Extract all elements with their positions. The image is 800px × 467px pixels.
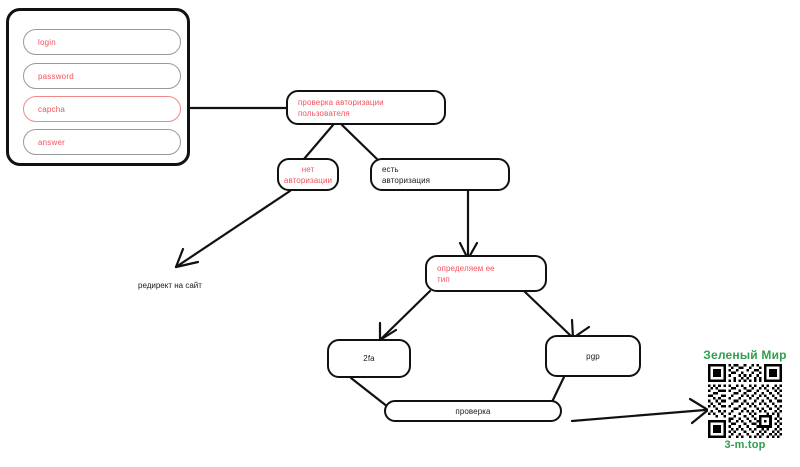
node-verify-label: проверка: [455, 406, 491, 416]
field-answer[interactable]: answer: [23, 129, 181, 155]
login-form-panel: login password capcha answer: [6, 8, 190, 166]
node-twofa-label: 2fa: [363, 354, 375, 363]
edge-check-auth-to-has-auth: [340, 123, 379, 161]
node-pgp[interactable]: pgp: [545, 335, 641, 377]
field-login[interactable]: login: [23, 29, 181, 55]
edge-verify-to-qr: [570, 408, 707, 423]
field-capcha-label: capcha: [38, 104, 65, 114]
watermark-url: 3-m.top: [724, 439, 766, 451]
edge-no-auth-to-redirect: [174, 189, 292, 269]
node-verify[interactable]: проверка: [384, 400, 562, 422]
node-detect-type[interactable]: определяем ее тип: [425, 255, 547, 292]
field-password[interactable]: password: [23, 63, 181, 89]
node-has-auth[interactable]: есть авторизация: [370, 158, 510, 191]
field-password-label: password: [38, 71, 74, 81]
edge-check-auth-to-no-auth: [302, 123, 335, 161]
edge-twofa-to-verify: [349, 376, 390, 409]
field-capcha[interactable]: capcha: [23, 96, 181, 122]
node-twofa[interactable]: 2fa: [327, 339, 411, 378]
arrowhead-redirect: [174, 247, 200, 269]
node-has-auth-label: есть авторизация: [382, 164, 431, 185]
node-no-auth[interactable]: нет авторизации: [277, 158, 339, 191]
node-pgp-label: pgp: [586, 351, 600, 361]
watermark: Зеленый Мир: [697, 348, 793, 464]
edge-detect-type-to-pgp: [522, 289, 573, 338]
node-check-auth[interactable]: проверка авторизации пользователя: [286, 90, 446, 125]
node-detect-type-label: определяем ее тип: [437, 263, 495, 284]
node-no-auth-label: нет авторизации: [283, 164, 333, 185]
watermark-title: Зеленый Мир: [703, 348, 787, 362]
field-answer-label: answer: [38, 137, 65, 147]
arrowhead-twofa: [378, 321, 398, 342]
qr-code-icon: [708, 364, 782, 438]
node-check-auth-label: проверка авторизации пользователя: [298, 97, 384, 118]
field-login-label: login: [38, 37, 56, 47]
caption-redirect: редирект на сайт: [138, 281, 202, 290]
edge-detect-type-to-twofa: [380, 289, 432, 340]
